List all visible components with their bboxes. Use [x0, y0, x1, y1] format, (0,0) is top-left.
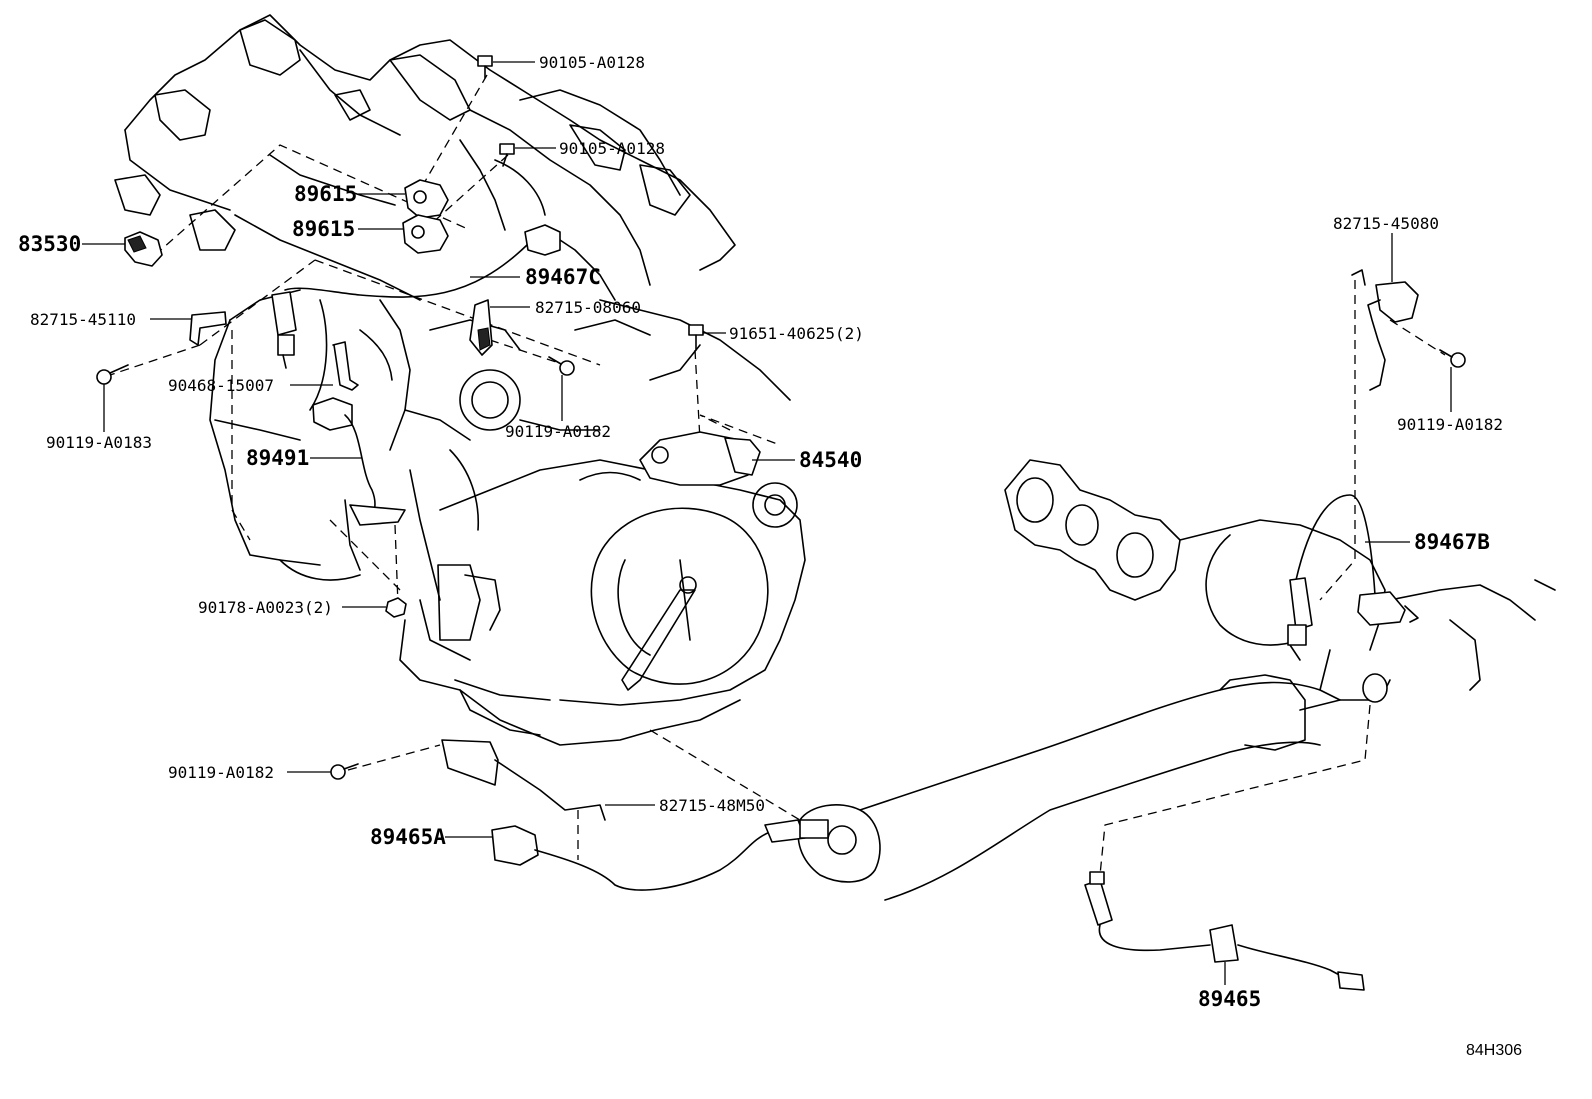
neutral-switch-84540: [639, 431, 761, 486]
label-89467c: 89467C: [525, 265, 601, 289]
label-90105-a0128-top: 90105-A0128: [539, 53, 645, 72]
clip-90468: [332, 341, 359, 391]
label-90178-a0023: 90178-A0023(2): [198, 598, 333, 617]
label-89615-bottom: 89615: [292, 217, 355, 241]
leader-lines: [82, 61, 1452, 985]
oxygen-sensor-89465a: [491, 819, 829, 891]
bracket-82715-45080: [1351, 269, 1419, 391]
label-89465a: 89465A: [370, 825, 446, 849]
label-89615-top: 89615: [294, 182, 357, 206]
bracket-82715-48m50: [441, 739, 606, 821]
label-89491: 89491: [246, 446, 309, 470]
label-82715-48m50: 82715-48M50: [659, 796, 765, 815]
diagram-reference-code: 84H306: [1466, 1042, 1522, 1059]
label-90119-a0182-low: 90119-A0182: [168, 763, 274, 782]
bolt-90105-a: [477, 55, 493, 79]
assembly-dashed-lines: [109, 74, 1446, 876]
bolt-90119-a0182-low: [330, 763, 359, 780]
label-89467b: 89467B: [1414, 530, 1490, 554]
speed-sensor-89491: [312, 397, 406, 526]
oil-pressure-switch-83530: [124, 231, 163, 267]
label-89465: 89465: [1198, 987, 1261, 1011]
part-labels: 90105-A0128 90105-A0128 89615 89615 8353…: [18, 53, 1522, 1059]
label-90119-a0182-mid: 90119-A0182: [505, 422, 611, 441]
exhaust-manifold: [1004, 459, 1556, 701]
label-82715-45110: 82715-45110: [30, 310, 136, 329]
label-84540: 84540: [799, 448, 862, 472]
bracket-82715-08060: [469, 299, 493, 356]
label-90468-15007: 90468-15007: [168, 376, 274, 395]
label-90119-a0182-right: 90119-A0182: [1397, 415, 1503, 434]
oxygen-sensor-89465: [1084, 871, 1365, 991]
bolt-90119-a0182-mid: [548, 356, 575, 376]
label-83530: 83530: [18, 232, 81, 256]
label-82715-45080: 82715-45080: [1333, 214, 1439, 233]
label-91651-40625: 91651-40625(2): [729, 324, 864, 343]
oxygen-sensor-89467b: [1287, 494, 1419, 646]
knock-sensor-89615-b: [402, 214, 449, 254]
label-90105-a0128-second: 90105-A0128: [559, 139, 665, 158]
clamp-82715-45110: [189, 311, 227, 346]
engine-assembly: [114, 14, 806, 746]
bolt-90119-a0182-right: [1439, 349, 1466, 368]
knock-sensor-89615-a: [404, 179, 449, 219]
label-82715-08060: 82715-08060: [535, 298, 641, 317]
bolt-91651: [688, 324, 704, 351]
bolt-90105-b: [499, 143, 515, 167]
exhaust-pipe: [797, 673, 1388, 901]
parts: [96, 55, 1556, 991]
bolt-90119-a0183: [96, 364, 129, 385]
nut-90178: [385, 597, 407, 618]
label-90119-a0183: 90119-A0183: [46, 433, 152, 452]
